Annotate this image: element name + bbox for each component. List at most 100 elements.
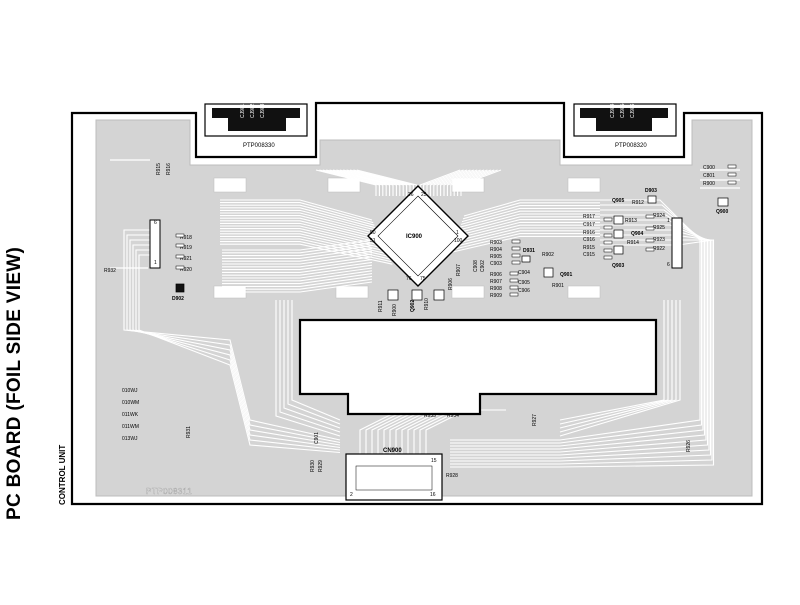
foil-trace (275, 300, 341, 437)
foil-trace (440, 169, 481, 196)
connector-code-left: PTP008330 (243, 143, 275, 149)
foil-trace (222, 253, 373, 265)
resistor-body (511, 260, 521, 265)
resistor-body (603, 233, 613, 238)
foil-trace (443, 169, 485, 196)
ic-pin-label: 25 (421, 192, 427, 198)
component-label: R904 (490, 247, 502, 253)
component-label: R919 (180, 245, 192, 251)
foil-trace (220, 217, 381, 239)
component-label: R923 (653, 237, 665, 243)
component-label: R915 (583, 245, 595, 251)
component-label: R922 (653, 246, 665, 252)
foil-trace (332, 169, 394, 196)
resistor-body (509, 278, 519, 283)
component-label: R924 (653, 213, 665, 219)
resistor-body (509, 285, 519, 290)
component-label: Q900 (716, 209, 728, 215)
component-label: Q904 (631, 231, 643, 237)
diode-body (175, 283, 185, 293)
component-bodies (175, 164, 737, 301)
component-label: C916 (583, 237, 595, 243)
foil-trace (222, 270, 373, 282)
component-label: C905 (518, 280, 530, 286)
component-label: R902 (542, 252, 554, 258)
component-label: C904 (518, 270, 530, 276)
foil-trace (222, 245, 373, 257)
foil-trace (461, 205, 600, 223)
foil-trace (559, 300, 673, 429)
foil-trace (450, 239, 713, 465)
foil-trace (451, 233, 600, 251)
foil-trace (220, 243, 393, 265)
foil-trace (222, 239, 373, 251)
foil-trace (559, 300, 681, 437)
foil-trace (138, 254, 341, 454)
component-label: R900 (703, 181, 715, 187)
transistor-body (411, 289, 423, 301)
foil-trace (222, 247, 373, 259)
resistor-body (511, 239, 521, 244)
foil-trace (453, 227, 600, 245)
variant-list: 010WJ 010WM 011WK 011WM 013WJ (122, 388, 139, 442)
foil-trace (450, 235, 600, 253)
side-pin-label: 6 (154, 220, 157, 226)
component-label: R905 (490, 254, 502, 260)
component-label: R916 (583, 230, 595, 236)
components-right: D903 R912 Q905 R917 C917 R913 R924 R916 … (583, 165, 728, 269)
resistor-body (511, 253, 521, 258)
foil-trace (220, 209, 377, 231)
lcd-window-cutout (298, 318, 658, 416)
resistor-body (645, 226, 655, 231)
component-label: R928 (446, 473, 458, 479)
resistor-body (727, 172, 737, 177)
foil-trace (132, 244, 341, 449)
resistor-body (511, 246, 521, 251)
foil-trace (222, 273, 373, 285)
component-label: R914 (627, 240, 639, 246)
ic-pin-label: 76 (406, 276, 412, 282)
component-label: R915 (156, 163, 162, 175)
variant-label: 013WJ (122, 436, 138, 442)
foil-trace (446, 169, 488, 196)
foil-trace (291, 300, 341, 421)
connector-pin-label: CJ902 (250, 103, 256, 118)
foil-trace (222, 278, 373, 290)
resistor-body (727, 164, 737, 169)
foil-trace (283, 300, 341, 429)
component-label: D931 (523, 248, 535, 254)
foil-trace (429, 169, 471, 196)
foil-trace (329, 169, 391, 196)
foil-trace (450, 169, 491, 196)
components-bottom: R911 R900 Q902 R910 R906 R907 R933 R934 … (378, 264, 692, 479)
foil-trace (322, 169, 384, 196)
component-label: R913 (625, 218, 637, 224)
foil-trace (343, 169, 404, 196)
foil-trace (450, 239, 715, 468)
connector-pin-label: CJ903 (260, 103, 266, 118)
ic-pin-label: 51 (370, 238, 376, 244)
foil-trace (222, 267, 373, 279)
cn-label: CN900 (383, 448, 402, 454)
foil-trace (126, 234, 341, 444)
foil-trace (222, 275, 373, 287)
component-label: R900 (392, 304, 398, 316)
foil-trace (326, 169, 387, 196)
component-label: Q901 (560, 272, 572, 278)
foil-trace (559, 300, 669, 425)
transistor-body (613, 245, 624, 255)
board-subtitle: CONTROL UNIT (58, 444, 67, 505)
resistor-body (175, 254, 185, 259)
foil-trace (346, 169, 408, 196)
component-label: R916 (166, 163, 172, 175)
ic-pin-label: 100 (454, 238, 463, 244)
foil-trace (450, 209, 704, 447)
foil-trace (450, 214, 706, 450)
foil-trace (450, 224, 709, 456)
foil-trace (222, 250, 373, 262)
resistor-body (645, 238, 655, 243)
resistor-body (509, 271, 519, 276)
side-pin-label: 1 (667, 218, 670, 224)
resistor-body (175, 243, 185, 248)
